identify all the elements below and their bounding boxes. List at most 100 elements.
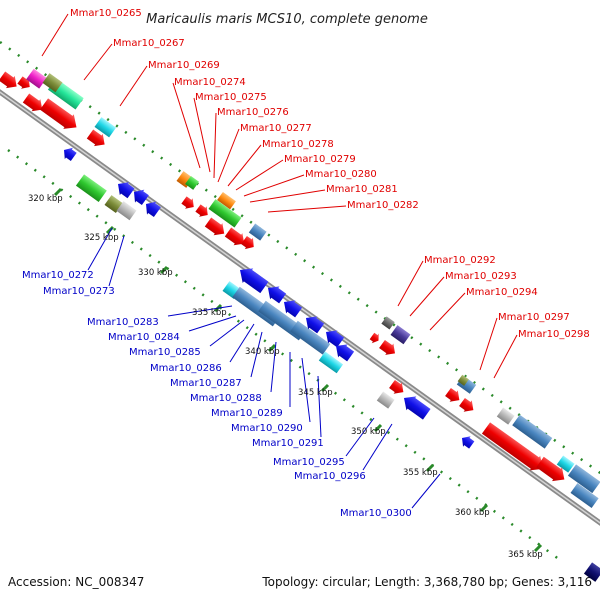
gene-block: [570, 483, 599, 509]
gene-block: [185, 175, 200, 190]
gene-label[interactable]: Mmar10_0293: [445, 271, 517, 282]
leader-line: [411, 473, 441, 509]
leader-line: [243, 174, 305, 197]
leader-line: [188, 315, 237, 332]
gene-block: [318, 351, 344, 374]
gene-block: [248, 223, 267, 241]
gene-label[interactable]: Mmar10_0265: [70, 8, 142, 19]
scale-label: 335 kbp: [192, 308, 227, 318]
ruler-tick: [425, 463, 435, 473]
leader-line: [193, 97, 211, 173]
reverse-gene-arrow: [268, 286, 287, 304]
gene-label[interactable]: Mmar10_0282: [347, 200, 419, 211]
reverse-gene-arrow: [306, 316, 325, 334]
gene-block: [217, 191, 236, 210]
topology-summary-text: Topology: circular; Length: 3,368,780 bp…: [261, 575, 592, 589]
gene-block: [512, 414, 553, 449]
gene-leader-lines: [41, 13, 518, 509]
leader-line: [227, 144, 262, 187]
gene-label[interactable]: Mmar10_0277: [240, 123, 312, 134]
gene-label[interactable]: Mmar10_0295: [273, 457, 345, 468]
gene-label[interactable]: Mmar10_0267: [113, 38, 185, 49]
gene-label[interactable]: Mmar10_0280: [305, 169, 377, 180]
leader-line: [249, 189, 326, 203]
gene-label[interactable]: Mmar10_0291: [252, 438, 324, 449]
gene-block: [556, 455, 575, 473]
leader-line: [167, 305, 233, 317]
forward-gene-arrow: [22, 93, 43, 112]
gene-block: [42, 73, 63, 93]
forward-gene-arrow: [536, 456, 565, 482]
gene-label[interactable]: Mmar10_0279: [284, 154, 356, 165]
scale-label: 345 kbp: [298, 388, 333, 398]
forward-gene-arrow: [181, 196, 194, 209]
gene-block: [290, 320, 331, 355]
gene-label[interactable]: Mmar10_0276: [217, 107, 289, 118]
reverse-gene-arrow: [134, 189, 149, 206]
forward-gene-arrow: [204, 217, 225, 236]
forward-gene-arrow: [481, 422, 543, 471]
ruler-tick: [479, 503, 489, 513]
forward-gene-arrow: [224, 227, 245, 246]
gene-label[interactable]: Mmar10_0272: [22, 270, 94, 281]
reverse-gene-arrow: [336, 344, 355, 362]
forward-gene-arrow: [241, 235, 254, 250]
gene-label[interactable]: Mmar10_0294: [466, 287, 538, 298]
gene-block: [496, 407, 515, 425]
reverse-gene-arrow: [64, 147, 77, 162]
gene-block: [457, 374, 469, 386]
leader-line: [397, 260, 424, 307]
gene-label[interactable]: Mmar10_0273: [43, 286, 115, 297]
gene-label[interactable]: Mmar10_0298: [518, 329, 590, 340]
forward-gene-arrow: [459, 397, 474, 412]
forward-gene-arrow: [369, 332, 379, 344]
gene-label[interactable]: Mmar10_0285: [129, 347, 201, 358]
gene-label[interactable]: Mmar10_0269: [148, 60, 220, 71]
gene-label[interactable]: Mmar10_0278: [262, 139, 334, 150]
leader-line: [87, 227, 113, 271]
forward-gene-arrow: [389, 379, 404, 394]
gene-label[interactable]: Mmar10_0287: [170, 378, 242, 389]
ruler-tick: [53, 187, 63, 197]
leader-line: [108, 235, 125, 287]
ruler-ticks: [53, 187, 543, 553]
leader-line: [172, 82, 201, 169]
gene-label[interactable]: Mmar10_0288: [190, 393, 262, 404]
reverse-gene-labels: Mmar10_0272 Mmar10_0273 Mmar10_0283 Mmar…: [22, 270, 412, 519]
leader-line: [83, 43, 113, 81]
gene-label[interactable]: Mmar10_0281: [326, 184, 398, 195]
gene-label[interactable]: Mmar10_0290: [231, 423, 303, 434]
forward-gene-labels: Mmar10_0265 Mmar10_0267 Mmar10_0269 Mmar…: [70, 8, 590, 340]
gene-label[interactable]: Mmar10_0300: [340, 508, 412, 519]
gene-label[interactable]: Mmar10_0274: [174, 77, 246, 88]
leader-line: [429, 292, 466, 331]
scale-label: 320 kbp: [28, 194, 63, 204]
scale-label: 340 kbp: [245, 347, 280, 357]
leader-line: [229, 323, 255, 363]
gene-label[interactable]: Mmar10_0292: [424, 255, 496, 266]
forward-gene-arrow: [0, 71, 17, 89]
gene-label[interactable]: Mmar10_0297: [498, 312, 570, 323]
forward-gene-arrow: [86, 129, 105, 147]
gene-label[interactable]: Mmar10_0286: [150, 363, 222, 374]
gene-label[interactable]: Mmar10_0296: [294, 471, 366, 482]
scale-label: 350 kbp: [351, 427, 386, 437]
reverse-gene-arrow: [146, 201, 161, 218]
scale-label: 360 kbp: [455, 508, 490, 518]
leader-line: [213, 112, 217, 179]
leader-line: [119, 65, 148, 107]
scale-label: 365 kbp: [508, 550, 543, 560]
scale-label: 355 kbp: [403, 468, 438, 478]
leader-line: [479, 317, 498, 371]
gene-label[interactable]: Mmar10_0289: [211, 408, 283, 419]
accession-text: Accession: NC_008347: [8, 575, 144, 589]
gene-label[interactable]: Mmar10_0275: [195, 92, 267, 103]
leader-line: [301, 357, 311, 423]
gene-block: [390, 325, 411, 345]
forward-gene-arrow: [39, 98, 77, 129]
gene-label[interactable]: Mmar10_0283: [87, 317, 159, 328]
forward-gene-arrow: [379, 339, 395, 355]
gene-label[interactable]: Mmar10_0284: [108, 332, 180, 343]
reverse-gene-arrow: [118, 182, 135, 199]
